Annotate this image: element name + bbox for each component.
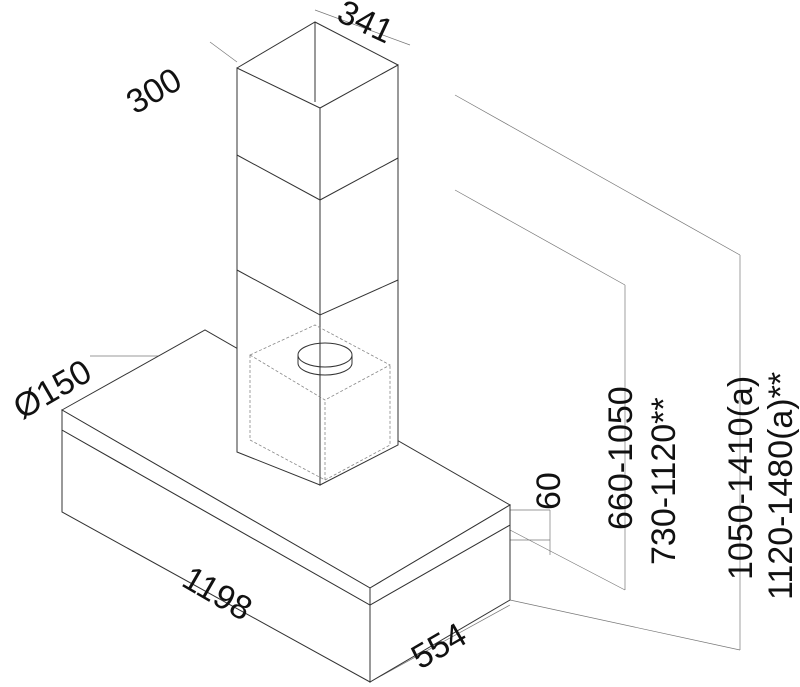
total-height-label-a: 1050-1410(a)	[722, 376, 760, 580]
chimney-height-label-a: 660-1050	[602, 386, 640, 530]
chimney-height-label-b: 730-1120**	[645, 397, 683, 565]
chimney	[236, 21, 399, 486]
chimney-width-label: 300	[120, 61, 188, 122]
total-height-label-b: 1120-1480(a)**	[762, 372, 800, 600]
chimney-depth-label: 341	[332, 0, 399, 51]
hood-thickness-label: 60	[530, 472, 568, 510]
